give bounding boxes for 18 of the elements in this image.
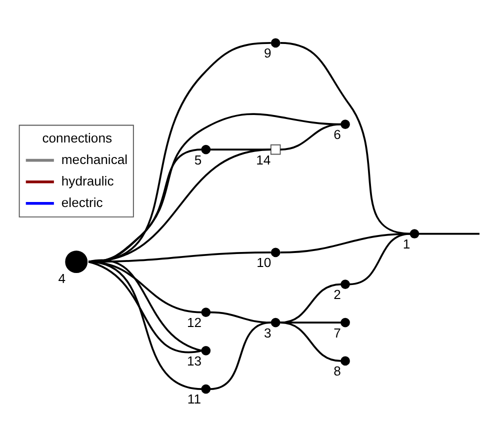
node-label: 4 xyxy=(58,270,66,286)
node-label: 1 xyxy=(402,236,410,251)
node-label: 9 xyxy=(264,45,272,60)
node-label: 7 xyxy=(334,324,341,340)
node-label: 2 xyxy=(334,286,341,302)
node-label: 3 xyxy=(264,324,272,340)
node-label: 6 xyxy=(334,126,341,142)
node-label: 11 xyxy=(187,391,202,406)
node-label: 8 xyxy=(334,363,341,378)
node-label: 14 xyxy=(256,152,271,168)
node-label: 5 xyxy=(194,152,202,167)
legend-label: hydraulic xyxy=(61,172,114,188)
node-label: 12 xyxy=(186,314,202,330)
node-label: 10 xyxy=(256,254,272,270)
node-label: 13 xyxy=(186,352,202,368)
label: connections xyxy=(42,130,112,145)
legend-label: mechanical xyxy=(61,151,128,166)
legend-label: electric xyxy=(61,194,103,210)
